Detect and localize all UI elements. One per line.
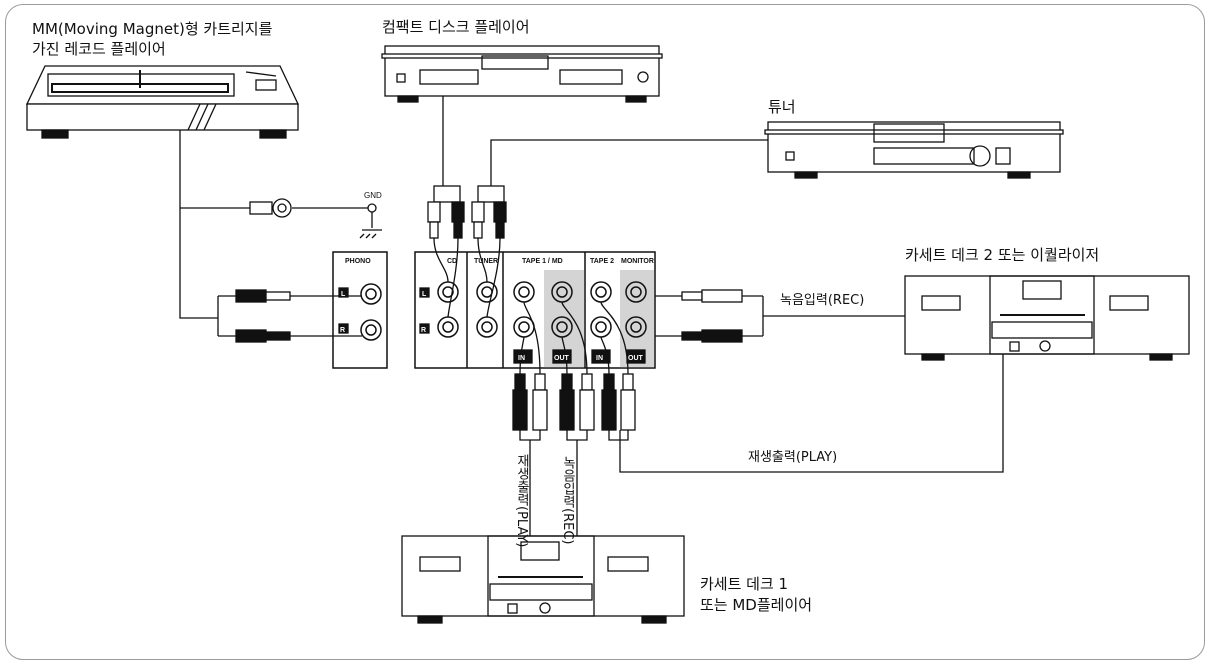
ground-connector [249,198,382,239]
amplifier-rear-panel [332,251,656,369]
rca-plugs-horizontal [235,289,743,343]
tuner-icon [764,121,1064,179]
cassette-deck-1-label-line1: 카세트 데크 1 [700,575,789,593]
tape1-out-tag: OUT [554,355,570,362]
rec-input-label: 녹음입력(REC) [780,293,865,308]
tape1-in-tag: IN [518,355,525,362]
turntable-label-line2: 가진 레코드 플레이어 [32,40,166,58]
tape2-out-tag: OUT [628,355,644,362]
tape2-in-tag: IN [596,355,603,362]
play-output-vertical-label: 재생출력(PLAY) [514,454,529,548]
panel-ch-left: L [422,291,427,298]
phono-ch-right: R [340,327,345,334]
gnd-label: GND [364,191,382,200]
cd-label: CD [447,258,457,265]
rca-plugs-bottom [512,373,636,431]
cassette-deck-1-icon [401,535,685,624]
cd-player-icon [381,45,663,103]
panel-ch-right: R [421,327,426,334]
rca-plugs-top [427,201,507,239]
tuner-label-text: 튜너 [768,98,796,116]
turntable-label-line1: MM(Moving Magnet)형 카트리지를 [32,20,273,38]
cassette-deck-1-label-line2: 또는 MD플레이어 [700,596,813,614]
cables [179,96,1004,536]
phono-label: PHONO [345,258,371,265]
phono-ch-left: L [341,291,346,298]
diagram-frame [5,4,1205,660]
tape1-md-label: TAPE 1 / MD [522,258,563,265]
cd-player-label: 컴팩트 디스크 플레이어 [382,18,530,36]
tape2-label: TAPE 2 [590,258,614,265]
play-output-label: 재생출력(PLAY) [748,450,838,465]
plug-wires [433,237,629,375]
cassette-deck-2-label: 카세트 데크 2 또는 이퀄라이저 [905,246,1100,264]
panel-texts: PHONO CD TUNER TAPE 1 / MD TAPE 2 MONITO… [340,191,654,362]
monitor-label: MONITOR [621,258,654,265]
tuner-label: TUNER [474,258,498,265]
turntable-icon [25,65,300,139]
cassette-deck-2-icon [904,275,1190,361]
rec-input-vertical-label: 녹음입력(REC) [560,456,575,545]
